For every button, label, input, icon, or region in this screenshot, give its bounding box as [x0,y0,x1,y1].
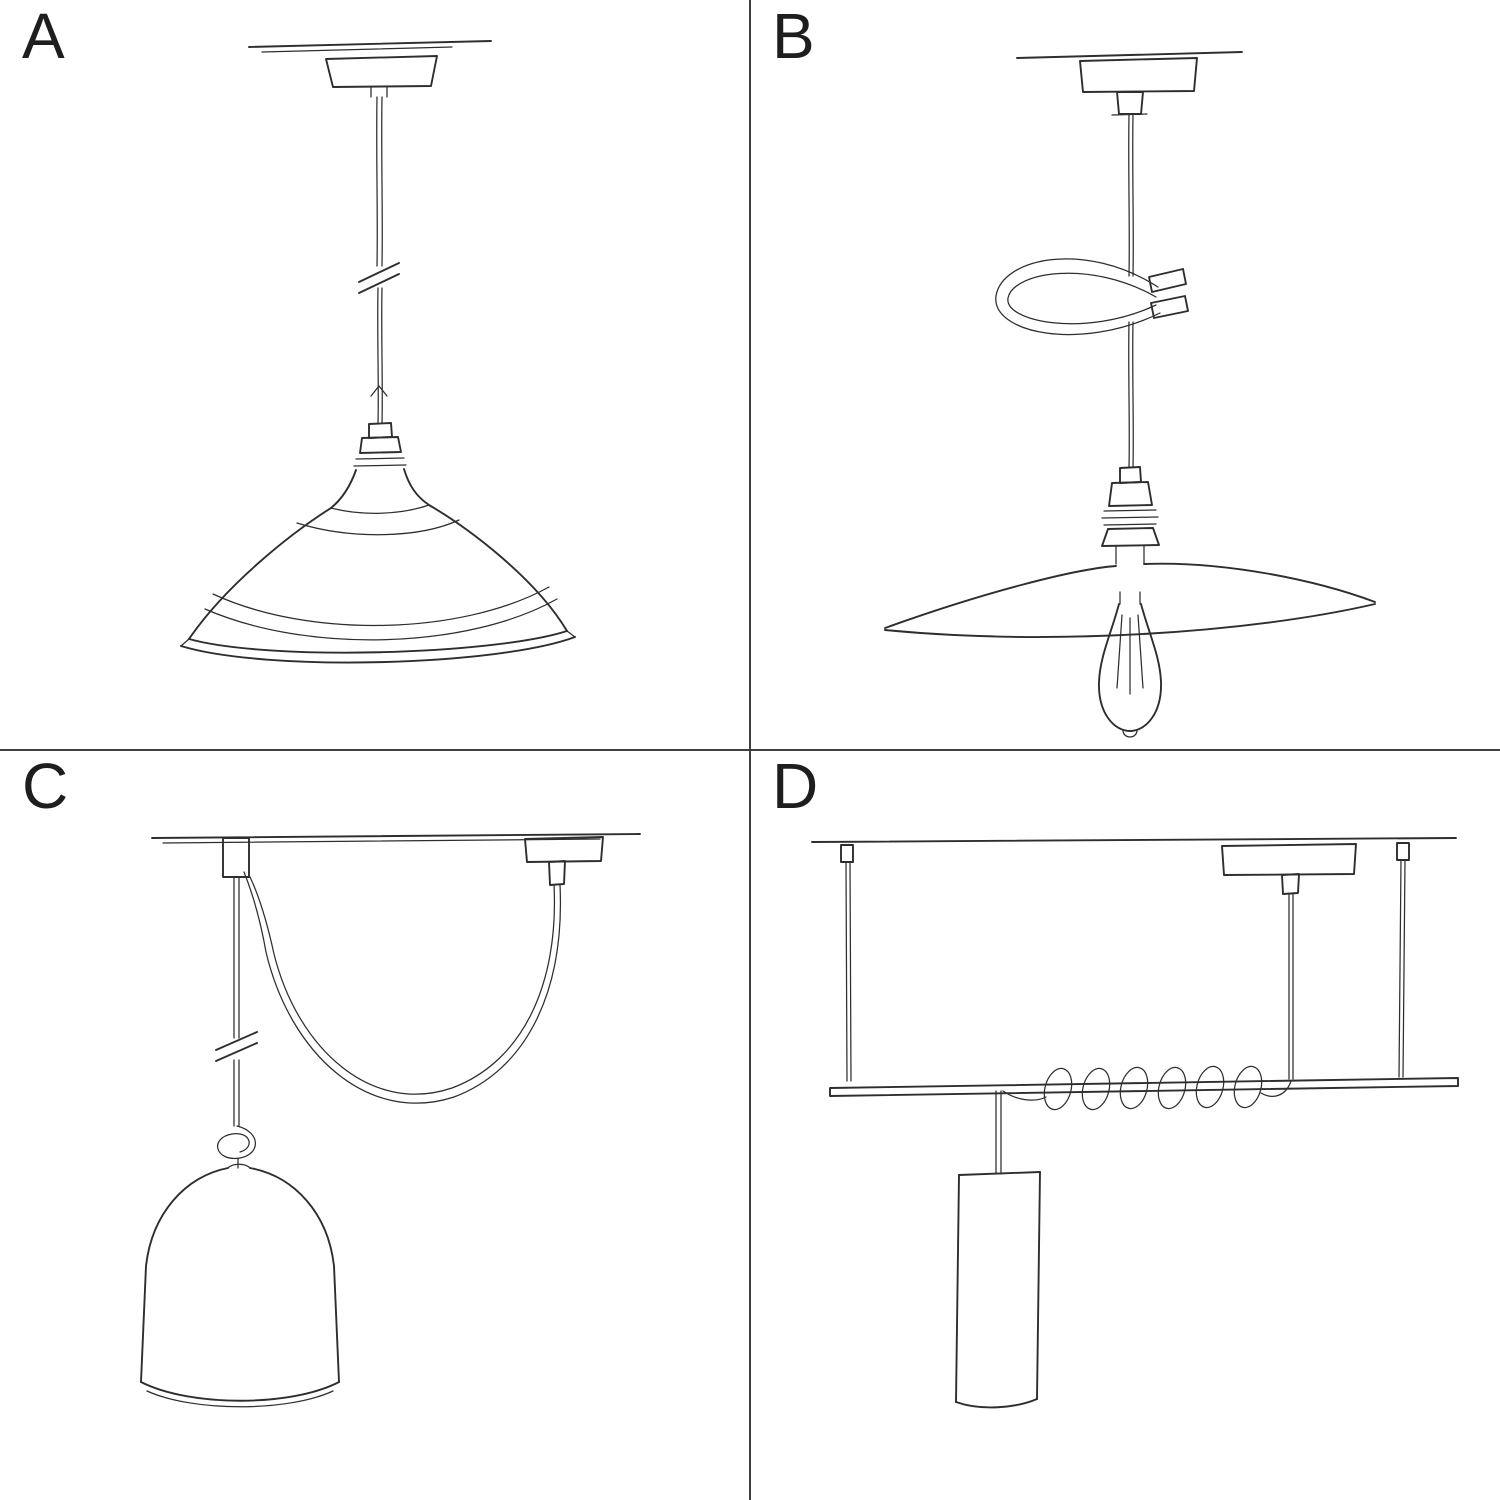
pendant-cable [1128,114,1134,468]
swag-bell-pendant-sketch [140,833,641,1408]
pendant-drop-cable [1288,893,1294,1080]
flat-shade [884,562,1376,638]
tube-shade [955,1171,1041,1409]
ceiling-rose [325,55,438,98]
drop-cable [215,876,258,1127]
swag-cable [243,871,562,1104]
ceiling-rose [524,836,604,886]
ceiling-rose [1079,57,1198,116]
lamp-holder [1101,466,1160,565]
bell-shade [140,1163,340,1408]
horizontal-divider [0,749,1500,751]
ceiling-line [248,40,492,53]
lamp-holder [330,422,430,514]
panel-c: C [0,750,750,1500]
industrial-shade [180,504,576,664]
panel-a: A [0,0,750,750]
flat-shade-pendant-sketch [884,51,1376,738]
cable-coil [1002,1065,1292,1111]
panel-a-label: A [22,0,66,72]
industrial-shade-pendant-sketch [180,40,576,664]
panel-c-label: C [22,750,70,822]
panel-d: D [750,750,1500,1500]
horizontal-bar [829,1077,1459,1097]
panel-b-label: B [772,0,816,72]
suspension-wires [840,842,1410,1082]
swag-hook [222,837,250,878]
cable-loop-clip [995,258,1189,336]
pendant-cable [358,96,400,424]
ceiling-rose [1221,843,1357,895]
light-bulb [1098,591,1162,738]
panel-b: B [750,0,1500,750]
panel-d-label: D [772,750,820,822]
suspended-bar-pendant-sketch [811,837,1459,1409]
ceiling-line [811,837,1457,843]
shade-drop-cable [995,1090,1002,1175]
cable-knot [217,1125,256,1169]
ceiling-line [1016,51,1243,59]
